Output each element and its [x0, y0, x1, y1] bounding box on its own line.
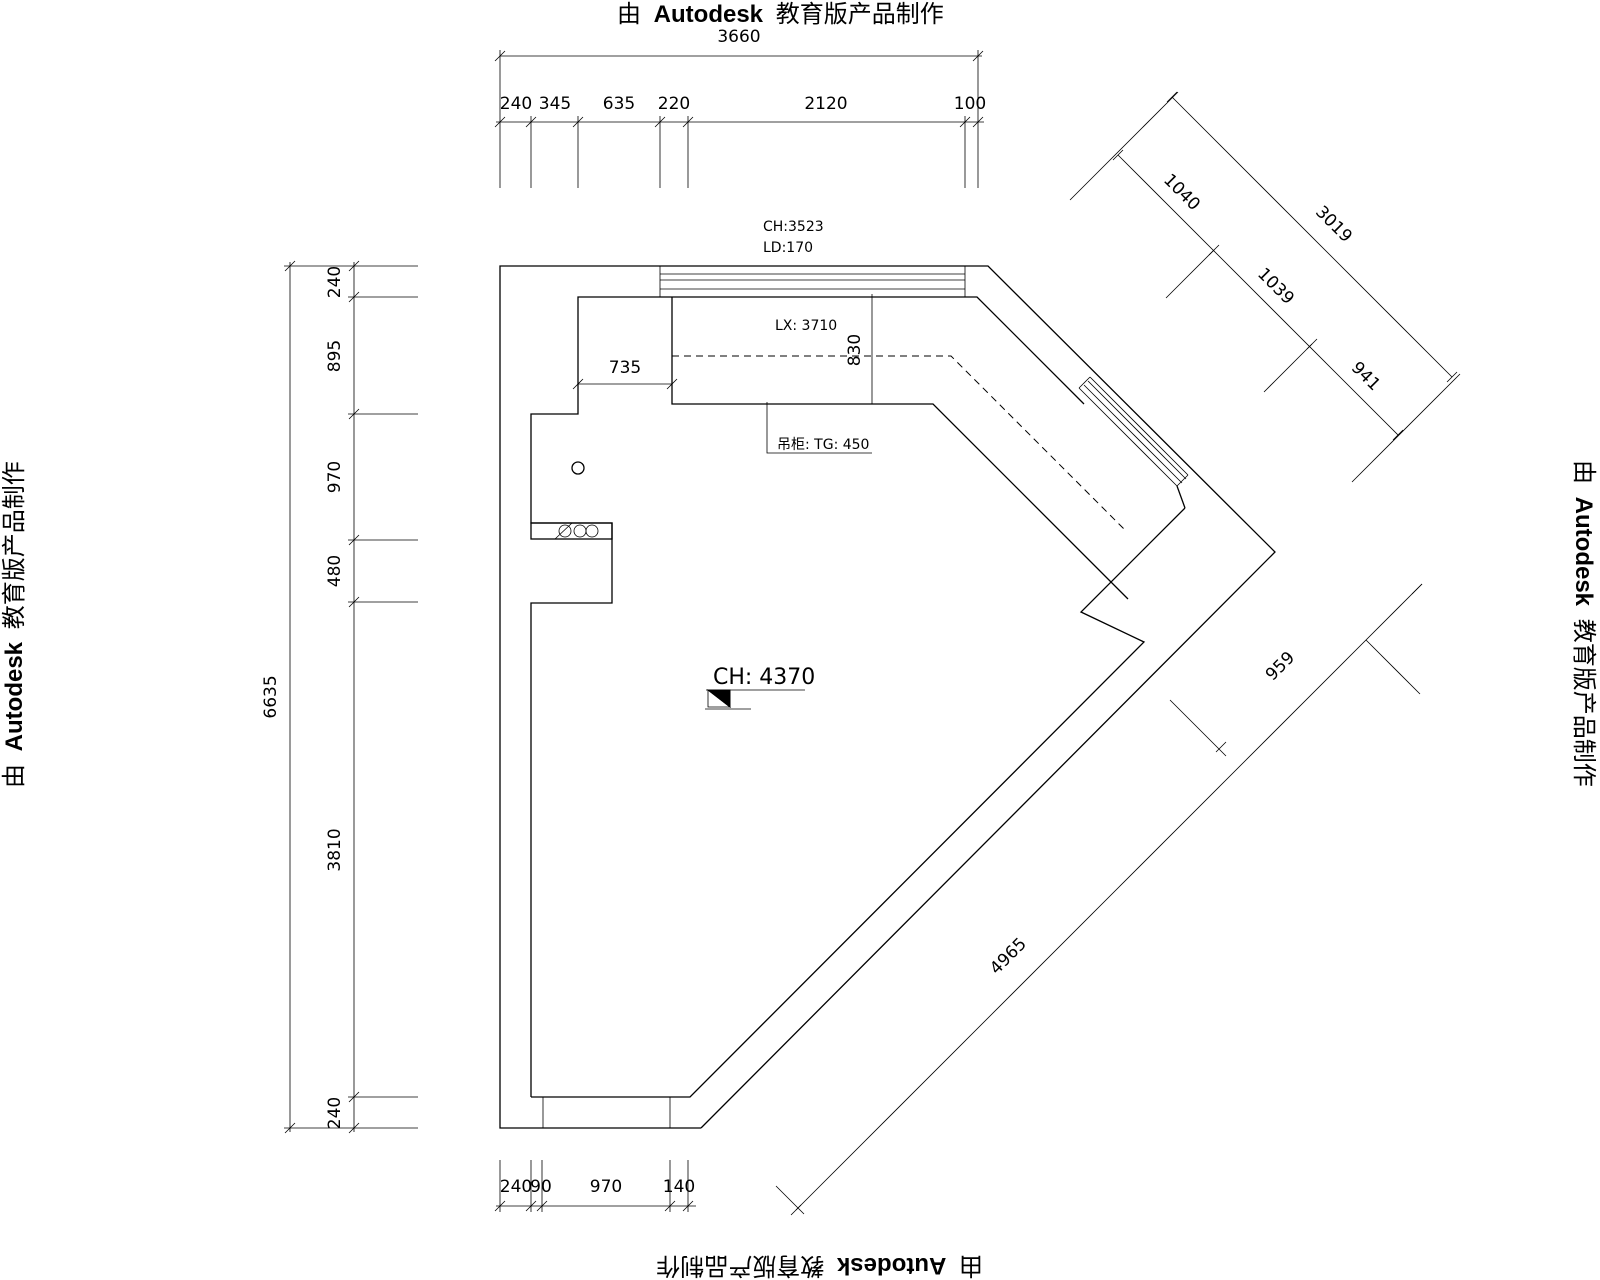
- left-dimension-chain: 6635 240 895 970 480 3810 240: [261, 260, 418, 1134]
- watermark-right: 由 Autodesk 教育版产品制作: [1570, 460, 1597, 787]
- dim-bottom-240: 240: [500, 1177, 532, 1197]
- watermark-bottom: 由 Autodesk 教育版产品制作: [656, 1252, 983, 1279]
- dim-left-480: 480: [325, 555, 345, 587]
- long-wall-dimension-chain: 959 4965: [775, 583, 1423, 1216]
- ceiling-height-label: CH: 4370: [713, 665, 815, 690]
- dim-diag-4965: 4965: [986, 934, 1031, 979]
- dim-735: 735: [609, 358, 641, 378]
- dim-bottom-140: 140: [663, 1177, 695, 1197]
- room-walls: [499, 265, 1276, 1129]
- drain-symbol: [571, 461, 585, 475]
- dim-830: 830: [845, 334, 865, 366]
- dim-top-total: 3660: [717, 27, 760, 47]
- dim-left-240-top: 240: [325, 266, 345, 298]
- watermark-left: 由 Autodesk 教育版产品制作: [1, 461, 28, 788]
- dim-bottom-90: 90: [530, 1177, 552, 1197]
- plan-labels: CH:3523 LD:170 LX: 3710 735 830 吊柜: TG: …: [609, 219, 869, 710]
- dim-top-100: 100: [954, 94, 986, 114]
- bottom-dimension-chain: 240 90 970 140: [494, 1160, 696, 1212]
- watermark-top: 由 Autodesk 教育版产品制作: [617, 1, 944, 28]
- dim-diag-1039: 1039: [1253, 264, 1298, 309]
- dim-top-220: 220: [658, 94, 690, 114]
- dim-left-3810: 3810: [325, 828, 345, 871]
- dim-diag-1040: 1040: [1159, 170, 1204, 215]
- window-ld-label: LD:170: [763, 240, 813, 256]
- tg-note: 吊柜: TG: 450: [777, 437, 869, 453]
- dim-left-total: 6635: [261, 675, 281, 718]
- diagonal-dimension-chains: 3019 1040 1039 941: [1069, 91, 1461, 483]
- dim-top-635: 635: [603, 94, 635, 114]
- dim-left-970: 970: [325, 461, 345, 493]
- dim-top-2120: 2120: [804, 94, 847, 114]
- dim-top-240: 240: [500, 94, 532, 114]
- dim-diag-959: 959: [1262, 648, 1299, 685]
- dim-bottom-970: 970: [590, 1177, 622, 1197]
- dim-left-895: 895: [325, 340, 345, 372]
- dim-left-240-bottom: 240: [325, 1097, 345, 1129]
- dim-top-345: 345: [539, 94, 571, 114]
- top-dimension-chain: 3660 240 345 635 220 2120 100: [494, 27, 986, 188]
- window-ch-label: CH:3523: [763, 219, 824, 235]
- kitchen-cabinets: [572, 294, 1129, 600]
- lx-label: LX: 3710: [775, 318, 837, 334]
- meter-box: [530, 522, 613, 540]
- dim-diag-3019: 3019: [1311, 202, 1356, 247]
- fixtures: [530, 461, 613, 540]
